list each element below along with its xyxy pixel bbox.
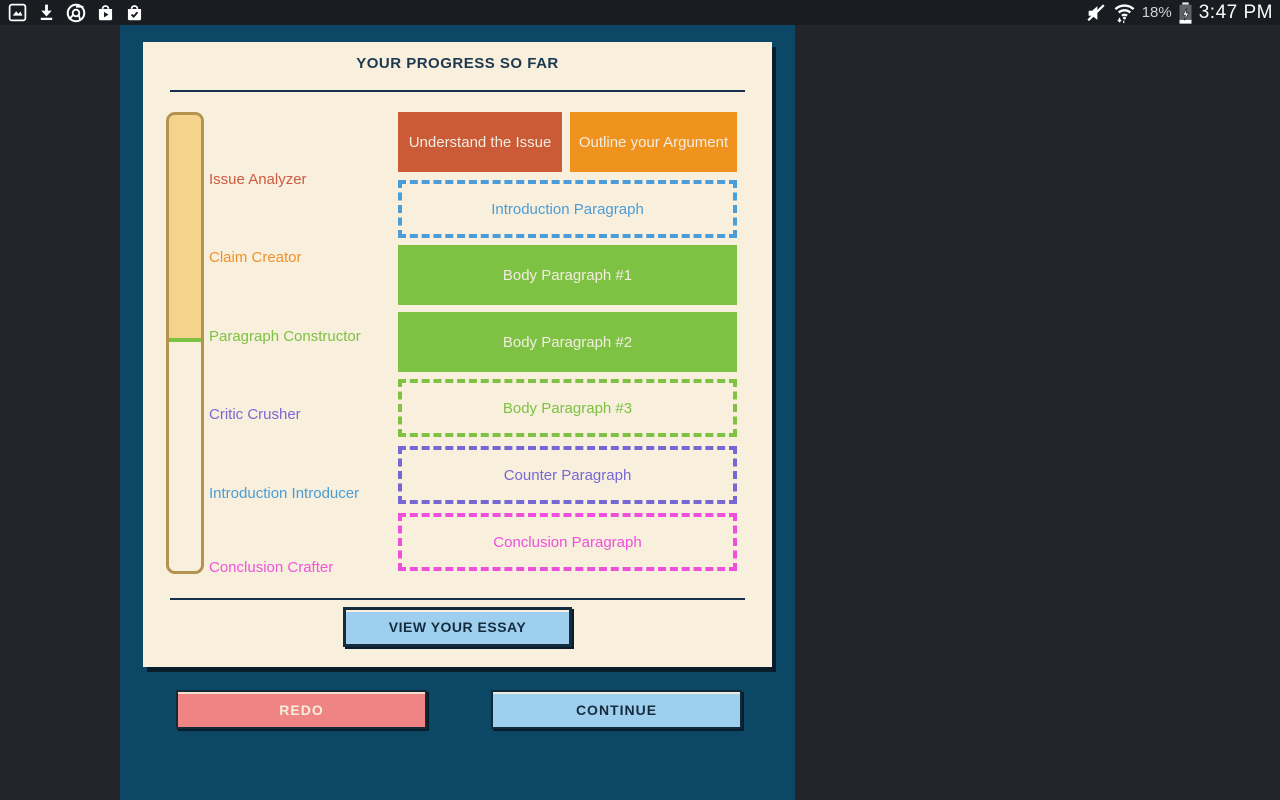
step-label-paragraph-constructor: Paragraph Constructor xyxy=(209,328,361,345)
chrome-icon xyxy=(65,2,87,24)
stage-box-body-paragraph-1: Body Paragraph #1 xyxy=(398,245,737,305)
progress-meter xyxy=(166,112,204,574)
stage-box-body-paragraph-3: Body Paragraph #3 xyxy=(398,379,737,437)
redo-button[interactable]: REDO xyxy=(176,690,427,729)
notification-icons xyxy=(7,2,145,24)
step-label-critic-crusher: Critic Crusher xyxy=(209,406,301,423)
progress-meter-marker xyxy=(169,338,201,342)
battery-percent-text: 18% xyxy=(1141,4,1172,21)
divider-top xyxy=(170,90,745,92)
clock-text: 3:47 PM xyxy=(1198,1,1273,23)
progress-meter-fill xyxy=(169,115,201,338)
app-background: YOUR PROGRESS SO FAR Issue Analyzer Clai… xyxy=(0,25,1280,800)
bag-check-icon xyxy=(124,2,145,23)
step-label-claim-creator: Claim Creator xyxy=(209,249,302,266)
step-label-issue-analyzer: Issue Analyzer xyxy=(209,171,307,188)
status-indicators: 18% 3:47 PM xyxy=(1085,1,1273,25)
app-panel: YOUR PROGRESS SO FAR Issue Analyzer Clai… xyxy=(120,25,795,800)
gallery-icon xyxy=(7,2,28,23)
stage-box-outline-argument: Outline your Argument xyxy=(570,112,737,172)
battery-charging-icon xyxy=(1178,1,1193,25)
stage-box-conclusion-paragraph: Conclusion Paragraph xyxy=(398,513,737,571)
page-title: YOUR PROGRESS SO FAR xyxy=(356,55,559,72)
play-store-icon xyxy=(95,2,116,23)
continue-button[interactable]: CONTINUE xyxy=(491,690,742,729)
view-essay-button[interactable]: VIEW YOUR ESSAY xyxy=(343,607,572,647)
status-bar: 18% 3:47 PM xyxy=(0,0,1280,25)
step-label-introduction-introducer: Introduction Introducer xyxy=(209,485,360,502)
wifi-icon xyxy=(1113,1,1136,24)
stage-box-understand-issue: Understand the Issue xyxy=(398,112,562,172)
volume-muted-icon xyxy=(1085,2,1107,24)
stage-box-body-paragraph-2: Body Paragraph #2 xyxy=(398,312,737,372)
stage-box-introduction-paragraph: Introduction Paragraph xyxy=(398,180,737,238)
divider-bottom xyxy=(170,598,745,600)
download-icon xyxy=(36,2,57,23)
step-label-conclusion-crafter: Conclusion Crafter xyxy=(209,559,334,576)
progress-card: YOUR PROGRESS SO FAR Issue Analyzer Clai… xyxy=(143,42,772,667)
stage-box-counter-paragraph: Counter Paragraph xyxy=(398,446,737,504)
